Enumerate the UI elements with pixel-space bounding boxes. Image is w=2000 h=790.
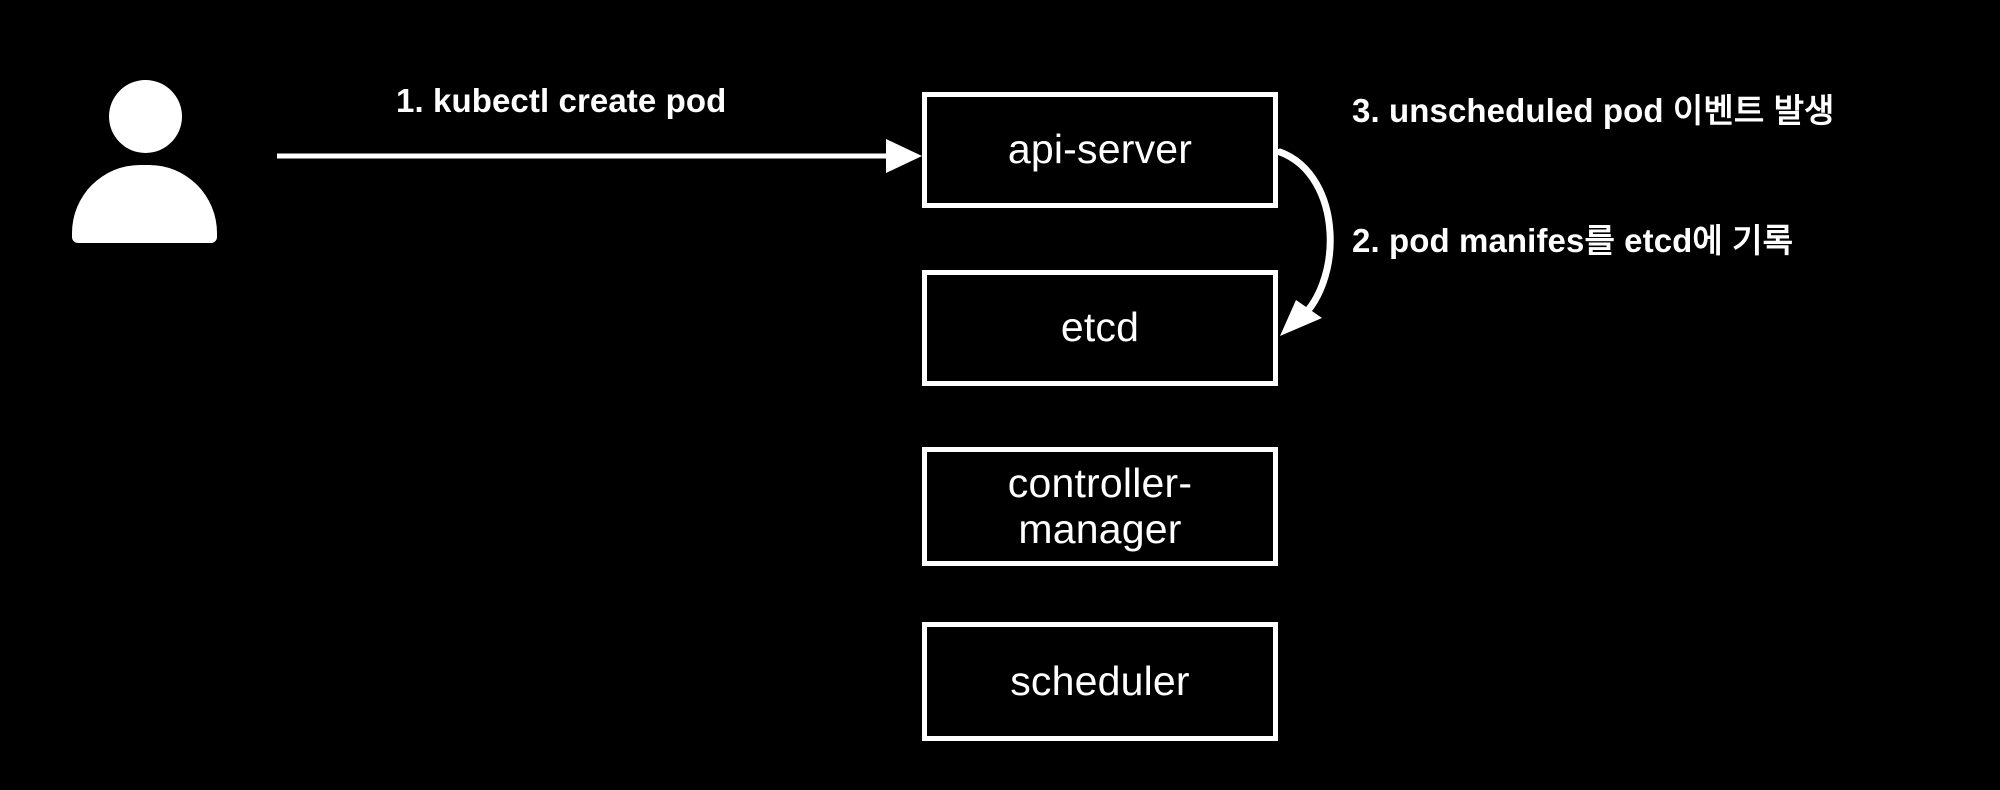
node-api-server[interactable]: api-server	[922, 92, 1278, 208]
step-3-label: 3. unscheduled pod 이벤트 발생	[1352, 92, 1835, 129]
node-controller-manager[interactable]: controller-manager	[922, 447, 1278, 566]
node-controller-manager-label: controller-manager	[1007, 459, 1193, 552]
node-api-server-label: api-server	[1007, 126, 1193, 173]
node-etcd[interactable]: etcd	[922, 270, 1278, 386]
node-scheduler[interactable]: scheduler	[922, 622, 1278, 741]
user-body-icon	[72, 165, 217, 243]
node-scheduler-label: scheduler	[1010, 657, 1190, 704]
user-icon	[72, 80, 217, 245]
node-etcd-label: etcd	[1060, 304, 1140, 351]
arrow-user-to-api-server	[277, 139, 922, 173]
user-head-icon	[109, 80, 182, 153]
step-1-label: 1. kubectl create pod	[396, 82, 727, 119]
arrow-api-server-to-etcd	[1276, 148, 1334, 336]
step-2-label: 2. pod manifes를 etcd에 기록	[1352, 222, 1794, 259]
